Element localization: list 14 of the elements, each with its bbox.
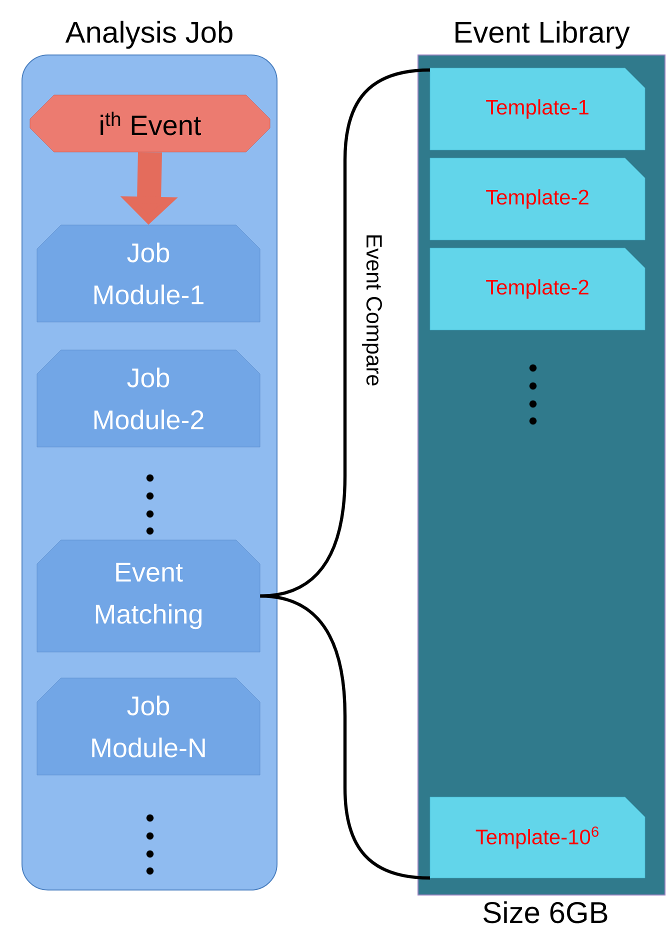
module-box: Job Module-2	[36, 350, 260, 448]
template-box: Template-2	[430, 248, 646, 330]
size-caption: Size 6GB	[484, 901, 608, 924]
brace-connector	[260, 594, 430, 880]
module-box: Event Matching	[36, 540, 260, 652]
module-box: Job Module-1	[36, 224, 260, 322]
panel-title: Analysis Job	[65, 20, 232, 49]
module-box: Job Module-N	[36, 678, 260, 776]
event-box: i$^{th}$ Event	[30, 94, 270, 152]
panel-title: Event Library	[456, 20, 630, 49]
edge-label: Event Compare	[362, 235, 382, 386]
template-box: Template-2	[430, 158, 646, 240]
template-box: Template-10$^{6}$	[430, 796, 646, 878]
template-box: Template-1	[430, 68, 646, 150]
